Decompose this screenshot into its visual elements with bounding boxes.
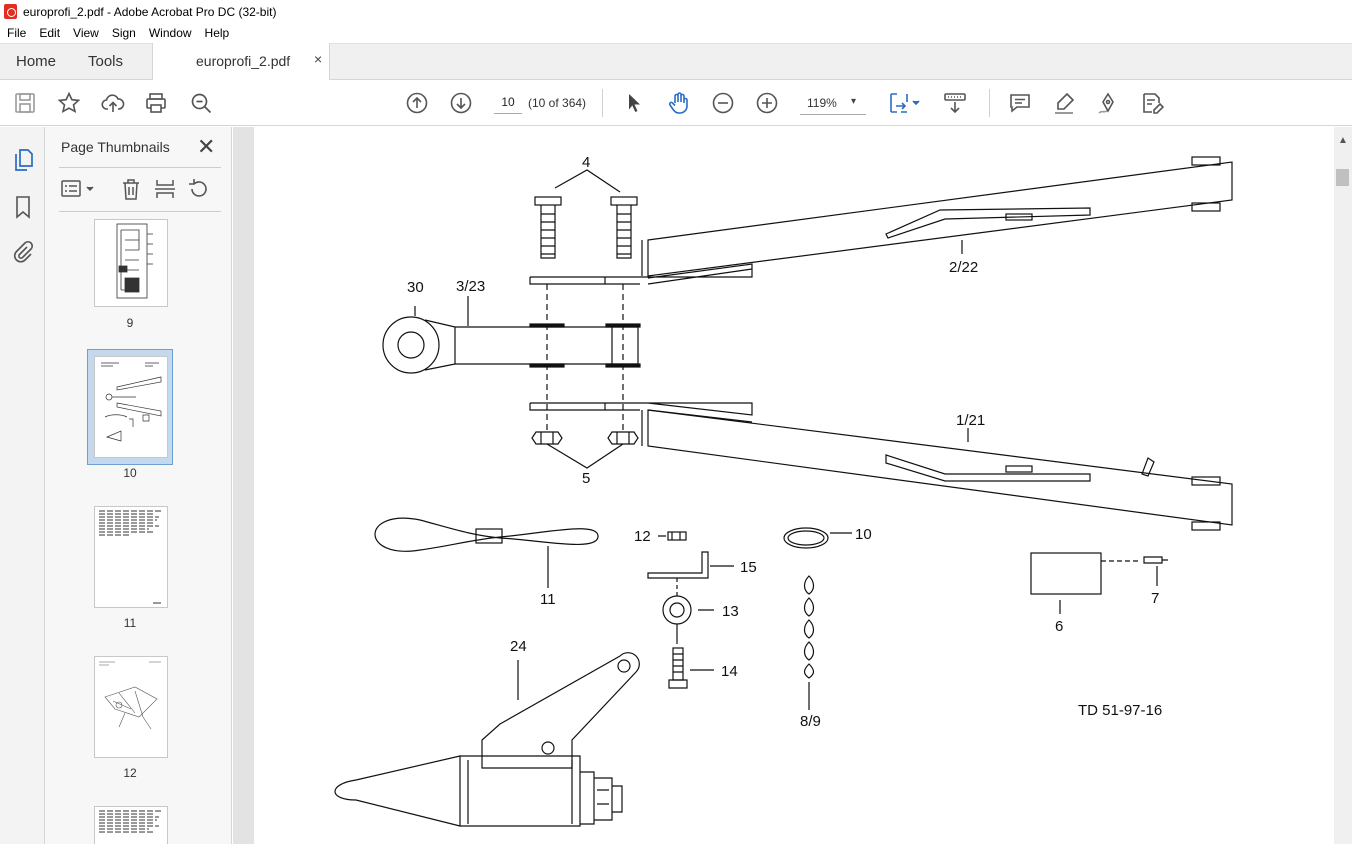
window-title: europrofi_2.pdf - Adobe Acrobat Pro DC (… — [23, 4, 277, 19]
thumbnail-page-13[interactable] — [94, 806, 168, 844]
thumbnail-page-10[interactable] — [94, 356, 168, 458]
panel-divider — [59, 211, 221, 212]
label-lower-arm: 1/21 — [956, 412, 985, 429]
delete-trash-icon[interactable] — [119, 177, 143, 201]
label-bolt-small: 14 — [721, 663, 738, 680]
label-bolts: 4 — [582, 154, 590, 171]
menu-edit[interactable]: Edit — [39, 26, 61, 40]
draw-sign-icon[interactable] — [1095, 90, 1121, 116]
menu-file[interactable]: File — [7, 26, 27, 40]
label-eye: 30 — [407, 279, 424, 296]
thumbnail-label: 11 — [123, 616, 137, 630]
label-box: 6 — [1055, 618, 1063, 635]
label-nuts: 5 — [582, 470, 590, 487]
panel-divider — [59, 167, 221, 168]
thumbnail-label: 12 — [123, 766, 137, 780]
print-icon[interactable] — [143, 90, 169, 116]
previous-page-icon[interactable] — [404, 90, 430, 116]
label-chain: 8/9 — [800, 713, 821, 730]
acrobat-app-icon — [4, 4, 17, 19]
share-upload-icon[interactable] — [100, 90, 126, 116]
scroll-mode-icon[interactable] — [942, 90, 968, 116]
zoom-in-icon[interactable] — [754, 90, 780, 116]
label-drawbar: 3/23 — [456, 278, 485, 295]
thumbnail-list: 9 10 11 — [45, 219, 215, 844]
chevron-down-icon: ▾ — [851, 96, 857, 107]
thumbnail-options-menu-icon[interactable] — [61, 177, 97, 201]
label-nut-small: 12 — [634, 528, 651, 545]
attachments-paperclip-icon[interactable] — [11, 240, 35, 264]
thumbnail-label: 9 — [126, 316, 134, 330]
menu-view[interactable]: View — [73, 26, 99, 40]
tab-document[interactable]: europrofi_2.pdf × — [152, 43, 330, 81]
thumbnail-page-12[interactable] — [94, 656, 168, 758]
page-thumbnails-panel: Page Thumbnails ✕ 9 — [45, 127, 272, 844]
scroll-up-icon[interactable]: ▲ — [1338, 135, 1348, 146]
page-thumbnails-icon[interactable] — [11, 148, 35, 172]
label-l-pin: 15 — [740, 559, 757, 576]
label-ring: 10 — [855, 526, 872, 543]
page-number-input[interactable] — [494, 90, 522, 114]
bookmark-star-icon[interactable] — [56, 90, 82, 116]
document-scrollbar[interactable]: ▲ — [1334, 127, 1352, 844]
edit-document-icon[interactable] — [1139, 90, 1165, 116]
rotate-icon[interactable] — [187, 177, 211, 201]
parts-drawing: 4 2/22 30 3/23 1/21 5 12 10 15 11 7 13 6… — [334, 154, 1233, 827]
toolbar-separator — [602, 89, 603, 117]
close-tab-icon[interactable]: × — [314, 51, 323, 67]
thumbnail-page-11[interactable] — [94, 506, 168, 608]
find-zoom-icon[interactable] — [188, 90, 214, 116]
tab-bar: Home Tools europrofi_2.pdf × — [0, 43, 1352, 81]
bookmarks-icon[interactable] — [11, 195, 35, 219]
thumbnail-page-9[interactable] — [94, 219, 168, 307]
label-upper-arm: 2/22 — [949, 259, 978, 276]
hand-tool-icon[interactable] — [666, 90, 692, 116]
menu-bar: File Edit View Sign Window Help — [0, 23, 1352, 43]
save-icon[interactable] — [12, 90, 38, 116]
toolbar-separator — [989, 89, 990, 117]
next-page-icon[interactable] — [448, 90, 474, 116]
fit-page-icon[interactable] — [887, 90, 923, 116]
main-toolbar — [0, 80, 1352, 126]
pdf-page: 4 2/22 30 3/23 1/21 5 12 10 15 11 7 13 6… — [254, 127, 1334, 844]
menu-help[interactable]: Help — [204, 26, 230, 40]
comment-icon[interactable] — [1007, 90, 1033, 116]
label-washer: 13 — [722, 603, 739, 620]
label-pin: 7 — [1151, 590, 1159, 607]
zoom-dropdown[interactable]: 119% ▾ — [800, 90, 866, 115]
zoom-out-icon[interactable] — [710, 90, 736, 116]
page-count-label: (10 of 364) — [528, 96, 587, 110]
title-bar: europrofi_2.pdf - Adobe Acrobat Pro DC (… — [0, 0, 1352, 23]
close-panel-icon[interactable]: ✕ — [197, 134, 216, 159]
thumbnail-label: 10 — [123, 466, 137, 480]
scrollbar-thumb[interactable] — [1336, 169, 1349, 186]
label-stand: 24 — [510, 638, 527, 655]
tab-document-label: europrofi_2.pdf — [196, 53, 291, 69]
tab-tools[interactable]: Tools — [88, 53, 124, 70]
tab-home[interactable]: Home — [16, 53, 57, 70]
panel-title: Page Thumbnails — [61, 139, 170, 155]
menu-window[interactable]: Window — [148, 26, 192, 40]
drawing-code: TD 51-97-16 — [1078, 702, 1162, 719]
extract-pages-icon[interactable] — [153, 177, 177, 201]
select-arrow-icon[interactable] — [621, 90, 647, 116]
label-cable: 11 — [540, 591, 556, 608]
left-navigation-rail — [0, 127, 45, 844]
zoom-value: 119% — [807, 96, 837, 110]
menu-sign[interactable]: Sign — [111, 26, 136, 40]
highlight-pen-icon[interactable] — [1051, 90, 1077, 116]
document-viewport: 4 2/22 30 3/23 1/21 5 12 10 15 11 7 13 6… — [233, 127, 1352, 844]
